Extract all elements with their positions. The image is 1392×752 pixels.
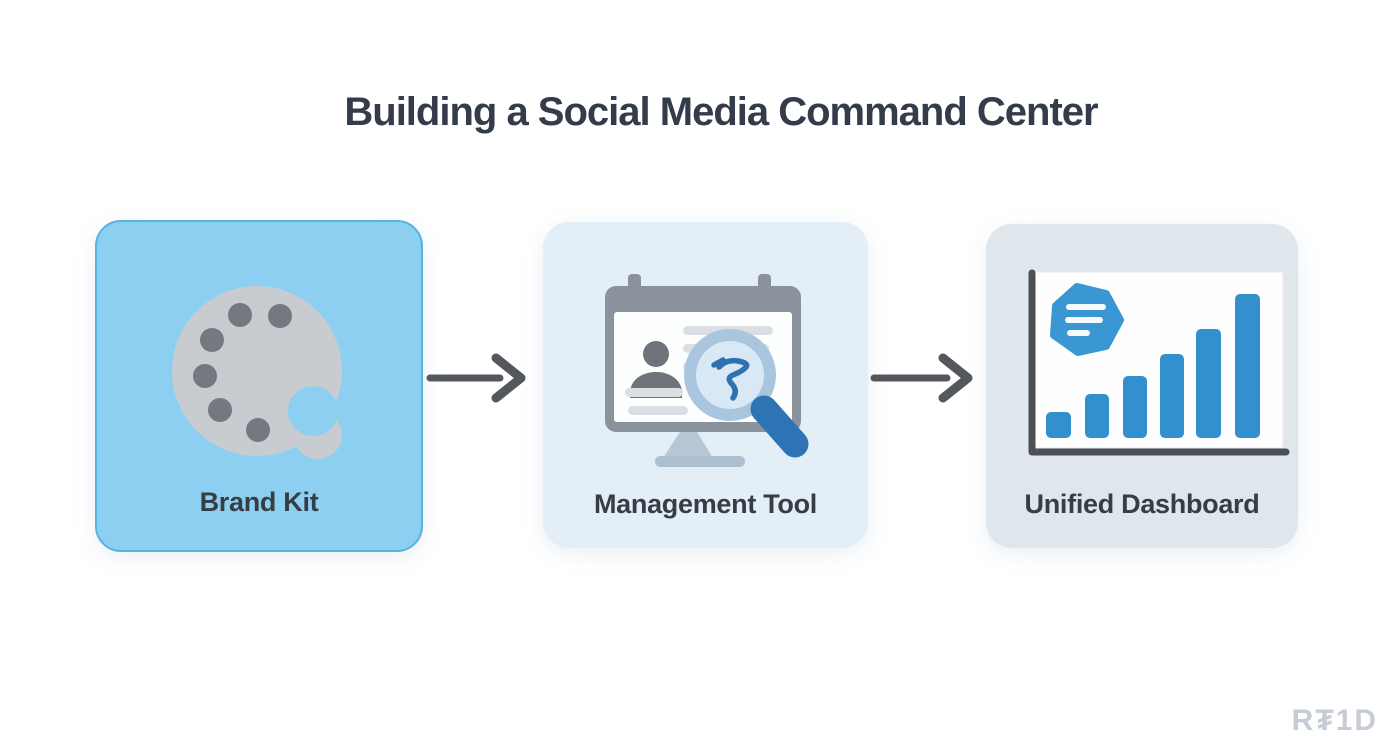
card-label-unified-dashboard: Unified Dashboard bbox=[1024, 489, 1260, 519]
card-label-management-tool: Management Tool bbox=[593, 489, 817, 519]
card-brand-kit: Brand Kit bbox=[95, 220, 423, 552]
watermark: R₮1D bbox=[1291, 704, 1378, 737]
card-unified-dashboard: Unified Dashboard bbox=[986, 224, 1298, 548]
page-title: Building a Social Media Command Center bbox=[344, 90, 1098, 134]
palette-icon bbox=[172, 286, 342, 459]
arrow-right-icon bbox=[426, 353, 526, 403]
bar-chart-icon bbox=[1028, 269, 1290, 456]
monitor-search-icon bbox=[605, 274, 809, 467]
card-management-tool: Management Tool bbox=[543, 222, 868, 548]
arrow-right-icon bbox=[870, 353, 973, 403]
card-label-brand-kit: Brand Kit bbox=[199, 487, 319, 517]
